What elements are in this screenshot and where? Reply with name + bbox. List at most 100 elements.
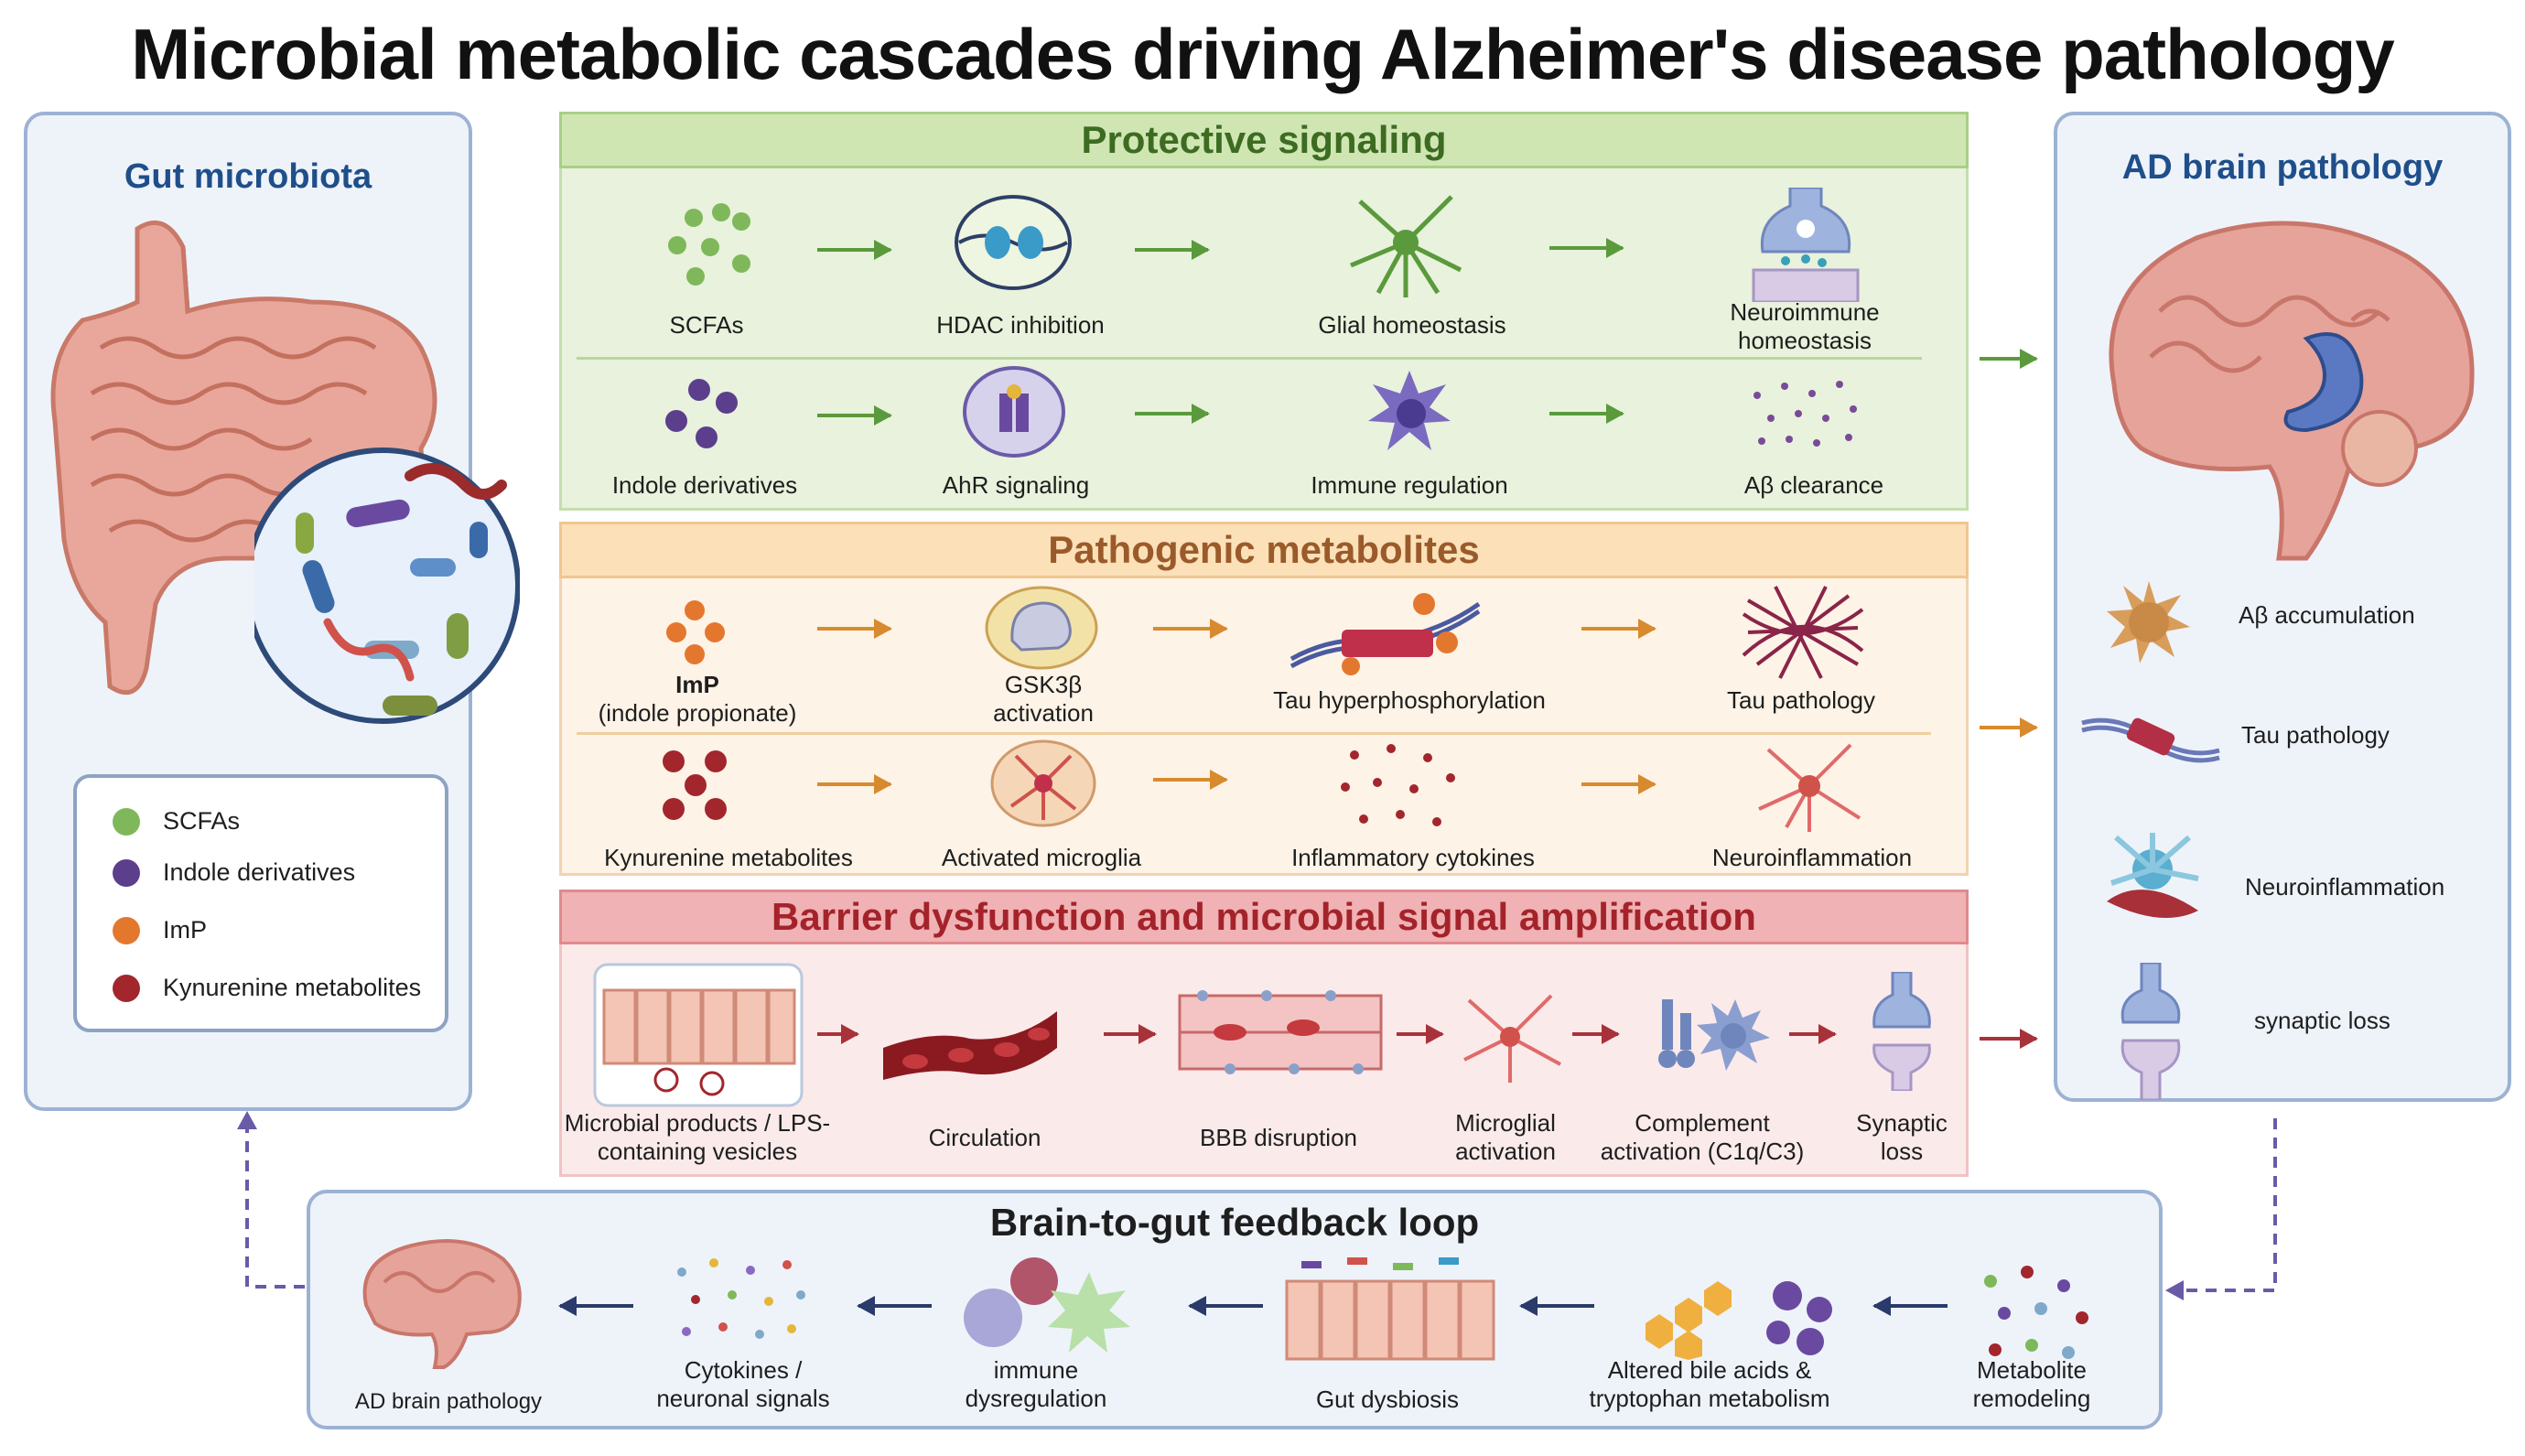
tau-tangle-icon xyxy=(1742,586,1864,679)
pathogenic-arrow xyxy=(1581,619,1656,639)
gut-epithelium-icon xyxy=(593,963,804,1107)
imp-dot xyxy=(685,600,705,620)
legend-label-indole: Indole derivatives xyxy=(163,858,356,886)
brain-sagittal-illustration xyxy=(2109,221,2475,561)
protective-label: Neuroimmune homeostasis xyxy=(1730,298,1880,354)
ad-brain-small-icon xyxy=(362,1239,522,1369)
pathogenic-row-divider xyxy=(577,732,1931,735)
neuroinflammation-cell-icon xyxy=(1758,743,1861,832)
imp-dot xyxy=(666,622,686,642)
blood-vessel-icon xyxy=(883,1011,1057,1080)
imp-label: ImP xyxy=(675,671,719,698)
feedback-label: AD brain pathology xyxy=(354,1389,543,1414)
abeta-clearance-dots-icon xyxy=(1753,381,1857,447)
pathogenic-label: Tau hyperphosphorylation xyxy=(1273,686,1546,714)
barrier-to-brain-arrow xyxy=(1980,1029,2038,1049)
kynurenine-dot xyxy=(663,750,685,772)
protective-label: AhR signaling xyxy=(942,471,1090,499)
indole-dot xyxy=(665,410,687,432)
scfa-dot xyxy=(686,267,705,286)
indole-dot xyxy=(716,392,738,414)
legend-label-imp: ImP xyxy=(163,916,208,944)
abeta-plaque-icon xyxy=(2107,581,2190,663)
imp-dot xyxy=(705,622,725,642)
immune-cell-icon xyxy=(1368,371,1451,450)
imp-sub-label: (indole propionate) xyxy=(598,699,797,727)
cytokine-signals-icon xyxy=(677,1258,805,1339)
pathogenic-to-brain-arrow xyxy=(1980,717,2038,738)
barrier-arrow xyxy=(817,1024,859,1044)
protective-label: Indole derivatives xyxy=(611,471,798,499)
protective-label: SCFAs xyxy=(669,311,744,339)
pathogenic-arrow xyxy=(1581,774,1656,794)
protective-arrow xyxy=(1135,404,1210,424)
protective-arrow xyxy=(817,240,892,260)
barrier-label: Circulation xyxy=(928,1124,1041,1151)
pathogenic-label: Inflammatory cytokines xyxy=(1291,844,1535,871)
barrier-label: Microbial products / LPS-containing vesi… xyxy=(564,1109,831,1165)
protective-arrow xyxy=(817,405,892,426)
microglial-activation-icon xyxy=(1463,994,1561,1083)
neuroimmune-synapse-icon xyxy=(1752,188,1860,302)
protective-label: Glial homeostasis xyxy=(1318,311,1506,339)
pathogenic-arrow xyxy=(817,774,892,794)
pathogenic-label: Kynurenine metabolites xyxy=(604,844,853,871)
legend-swatch-imp xyxy=(113,917,140,944)
feedback-arrow xyxy=(857,1296,932,1316)
microbiota-magnified-circle xyxy=(254,448,520,724)
pathogenic-body xyxy=(559,578,1969,876)
feedback-label: Gut dysbiosis xyxy=(1315,1386,1460,1413)
barrier-label: Synaptic loss xyxy=(1856,1109,1948,1165)
bbb-disruption-icon xyxy=(1178,990,1383,1074)
feedback-arrow xyxy=(1188,1296,1263,1316)
scfa-dot xyxy=(732,212,750,231)
feedback-arrow xyxy=(1519,1296,1594,1316)
barrier-header: Barrier dysfunction and microbial signal… xyxy=(559,890,1969,944)
feedback-arrow xyxy=(1872,1296,1948,1316)
legend-swatch-scfas xyxy=(113,808,140,836)
kynurenine-dot xyxy=(705,750,727,772)
legend-label-kynurenine: Kynurenine metabolites xyxy=(163,974,422,1001)
feedback-label: immune dysregulation xyxy=(965,1356,1107,1412)
protective-label: HDAC inhibition xyxy=(936,311,1105,339)
kynurenine-dot xyxy=(705,798,727,820)
feedback-title: Brain-to-gut feedback loop xyxy=(989,1201,1480,1244)
feedback-arrow xyxy=(558,1296,633,1316)
brain-item-synaptic-loss: synaptic loss xyxy=(2254,1007,2390,1034)
immune-cells-icon xyxy=(964,1257,1130,1353)
legend-swatch-kynurenine xyxy=(113,975,140,1002)
pathogenic-header: Pathogenic metabolites xyxy=(559,522,1969,578)
barrier-label: Complement activation (C1q/C3) xyxy=(1600,1109,1805,1165)
feedback-panel xyxy=(307,1190,2163,1429)
pathogenic-arrow xyxy=(817,619,892,639)
feedback-label: Cytokines / neuronal signals xyxy=(656,1356,830,1412)
brain-item-neuroinflammation: Neuroinflammation xyxy=(2245,873,2445,901)
protective-body xyxy=(559,168,1969,511)
synaptic-loss-icon xyxy=(1872,972,1931,1091)
barrier-label: Microglial activation xyxy=(1455,1109,1556,1165)
barrier-arrow xyxy=(1397,1024,1444,1044)
protective-label: Aβ clearance xyxy=(1743,471,1884,499)
kynurenine-dot xyxy=(663,798,685,820)
cytokines-dots-icon xyxy=(1341,744,1455,826)
scfa-dot xyxy=(732,254,750,273)
barrier-arrow xyxy=(1104,1024,1157,1044)
pathogenic-arrow xyxy=(1153,770,1228,790)
pathogenic-label: Activated microglia xyxy=(941,844,1142,871)
tau-fiber-icon xyxy=(2081,717,2220,763)
legend-swatch-indole xyxy=(113,859,140,887)
indole-dot xyxy=(696,426,718,448)
bile-acids-icon xyxy=(1646,1281,1832,1360)
activated-microglia-icon xyxy=(990,739,1096,827)
ahr-receptor-icon xyxy=(963,366,1065,458)
scfa-dot xyxy=(685,209,703,227)
scfa-dot xyxy=(701,238,719,256)
barrier-arrow xyxy=(1572,1024,1620,1044)
neuroinflammation-icon xyxy=(2107,833,2199,918)
legend-label-scfas: SCFAs xyxy=(163,807,241,835)
scfa-dot xyxy=(668,236,686,254)
brain-item-tau: Tau pathology xyxy=(2241,721,2390,749)
feedback-label: Altered bile acids & tryptophan metaboli… xyxy=(1589,1356,1830,1412)
synapse-icon xyxy=(2120,963,2181,1100)
